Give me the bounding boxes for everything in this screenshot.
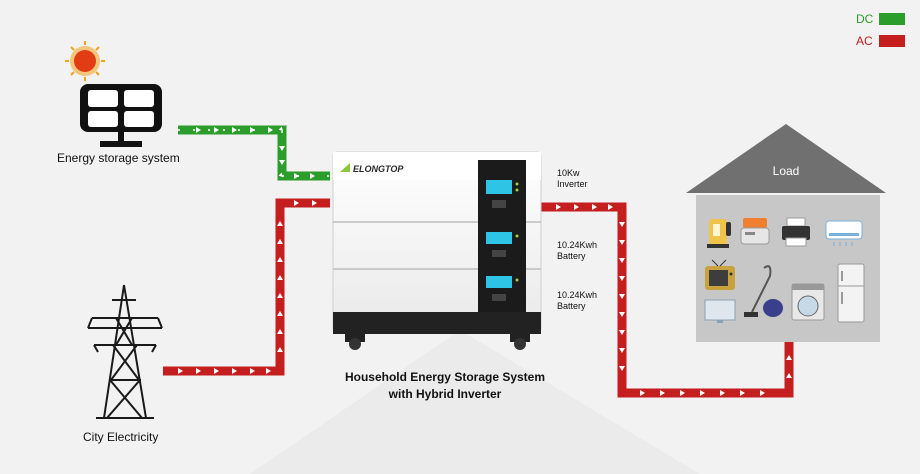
solar-label: Energy storage system xyxy=(57,151,180,165)
unit-title: Household Energy Storage System with Hyb… xyxy=(330,369,560,403)
tv-icon xyxy=(705,259,735,290)
battery-spec-2: 10.24Kwh Battery xyxy=(557,290,597,312)
printer-icon xyxy=(782,217,810,247)
brand-logo: ELONGTOP xyxy=(353,164,404,174)
battery-spec-1: 10.24Kwh Battery xyxy=(557,240,597,262)
grid-label: City Electricity xyxy=(83,430,159,444)
brand-logo-icon xyxy=(340,163,350,172)
unit-title-line1: Household Energy Storage System xyxy=(344,370,546,384)
ac-load-line xyxy=(540,202,794,398)
washing-machine-icon xyxy=(791,283,825,321)
solar-panel-icon xyxy=(80,84,162,147)
house: Load xyxy=(686,124,886,342)
power-tower-icon xyxy=(87,284,163,419)
wheel-icon xyxy=(345,332,530,350)
inverter-spec: 10Kw Inverter xyxy=(557,168,588,190)
house-label: Load xyxy=(773,164,800,178)
house-roof xyxy=(686,124,886,193)
kettle-icon xyxy=(707,219,731,248)
inverter-display xyxy=(486,180,512,208)
legend-ac-label: AC xyxy=(856,34,873,48)
battery-spec-1-line2: Battery xyxy=(557,251,586,261)
inverter-spec-line2: Inverter xyxy=(557,179,588,189)
legend-ac: AC xyxy=(856,34,905,48)
fridge-icon xyxy=(837,263,865,323)
battery-spec-2-line2: Battery xyxy=(557,301,586,311)
sun-icon xyxy=(65,41,105,81)
legend-dc-label: DC xyxy=(856,12,874,26)
vacuum-icon xyxy=(744,265,783,317)
inverter-spec-line1: 10Kw xyxy=(557,168,580,178)
energy-storage-unit: ELONGTOP xyxy=(332,151,542,350)
legend-dc: DC xyxy=(856,12,906,26)
battery-display-1 xyxy=(486,232,512,257)
monitor-icon xyxy=(704,299,736,323)
air-conditioner-icon xyxy=(825,220,863,246)
background-shape xyxy=(250,330,700,474)
battery-spec-2-line1: 10.24Kwh xyxy=(557,290,598,300)
legend-dc-swatch xyxy=(879,13,906,25)
battery-display-2 xyxy=(486,276,512,301)
legend-ac-swatch xyxy=(878,35,905,47)
toaster-icon xyxy=(740,218,770,245)
unit-title-line2: with Hybrid Inverter xyxy=(388,387,502,401)
ac-grid-line xyxy=(163,198,330,376)
dc-line xyxy=(178,125,330,181)
battery-spec-1-line1: 10.24Kwh xyxy=(557,240,598,250)
